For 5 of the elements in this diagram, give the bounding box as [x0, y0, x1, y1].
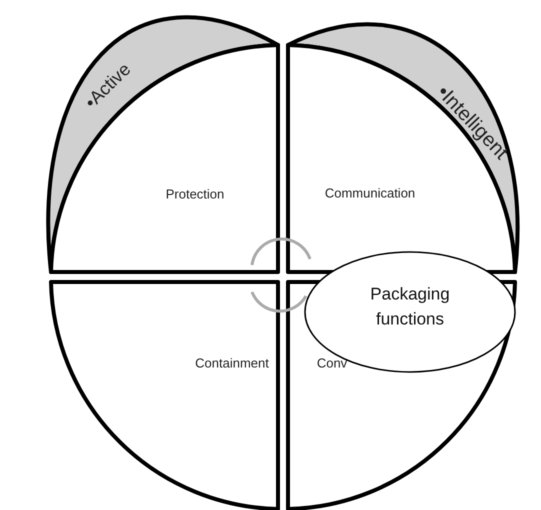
ellipse-label: Packaging functions [369, 283, 451, 330]
segment-label: Conv [316, 356, 348, 370]
segment-label: Protection [166, 186, 224, 202]
segment-label: Containment [195, 356, 269, 370]
segment-label: Communication [324, 186, 416, 200]
